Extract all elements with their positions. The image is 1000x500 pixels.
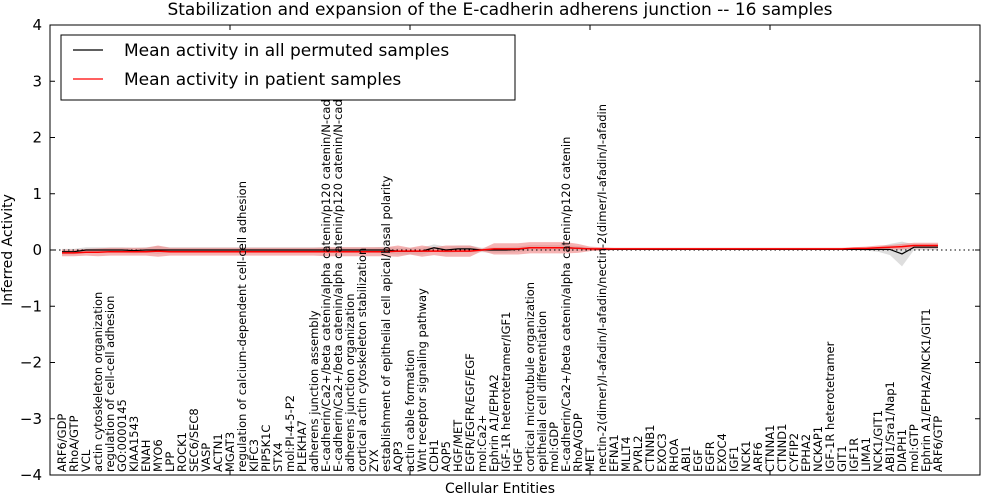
x-category-label: PLEKHA7 xyxy=(295,420,309,472)
y-tick-label: −2 xyxy=(20,354,42,372)
x-category-label: AQP5 xyxy=(439,441,453,472)
x-category-label: E-cadherin/Ca2+/beta catenin/alpha caten… xyxy=(319,70,333,472)
x-axis-label: Cellular Entities xyxy=(445,481,555,497)
x-category-label: nectin-2(dimer)/I-afadin/I-afadin/nectin… xyxy=(595,104,609,472)
x-category-label: CDH1 xyxy=(427,439,441,472)
x-category-label: CTNND1 xyxy=(775,424,789,472)
x-category-label: EGFR xyxy=(703,441,717,472)
x-category-label: MGAT3 xyxy=(223,432,237,472)
x-category-label: LPP xyxy=(163,452,177,472)
x-category-label: EGFR/EGFR/EGF/EGF xyxy=(463,353,477,472)
y-tick-label: 4 xyxy=(32,16,42,34)
x-category-label: SEC6/SEC8 xyxy=(187,408,201,472)
x-category-label: GO:0000145 xyxy=(115,399,129,472)
x-category-label: actin cable formation xyxy=(403,349,417,472)
x-category-label: EFNA1 xyxy=(607,434,621,472)
x-category-label: IGF1 xyxy=(727,446,741,472)
x-category-label: NCKAP1 xyxy=(811,426,825,472)
x-category-label: IGF-1R heterotetramer xyxy=(823,341,837,472)
y-axis-label: Inferred Activity xyxy=(0,194,16,306)
x-category-label: HGF/MET xyxy=(451,419,465,472)
x-category-label: STX4 xyxy=(271,442,285,472)
x-category-label: VASP xyxy=(199,443,213,472)
x-category-label: IGF1R xyxy=(847,438,861,472)
x-category-label: PIP5K1C xyxy=(259,425,273,472)
x-category-label: Wnt receptor signaling pathway xyxy=(415,288,429,472)
x-category-label: VCL xyxy=(79,449,93,472)
x-category-label: MLLT4 xyxy=(619,437,633,473)
x-category-label: NCK1 xyxy=(739,441,753,473)
x-category-label: CYFIP2 xyxy=(787,433,801,472)
x-category-label: DIAPH1 xyxy=(895,429,909,472)
x-category-label: mol:GTP xyxy=(907,424,921,472)
x-category-label: ENAH xyxy=(139,440,153,472)
legend: Mean activity in all permuted samples Me… xyxy=(60,34,516,101)
x-category-label: ROCK1 xyxy=(175,432,189,472)
x-category-label: ARF6 xyxy=(751,442,765,472)
series-lines xyxy=(61,244,939,255)
x-category-label: KIAA1543 xyxy=(127,416,141,472)
x-category-label: EGF xyxy=(691,449,705,472)
x-category-label: adherens junction assembly xyxy=(307,310,321,472)
x-category-label: EPHA2 xyxy=(799,434,813,472)
patient-mean-line xyxy=(62,244,938,254)
x-category-label: actin cytoskeleton organization xyxy=(91,292,105,472)
y-tick-label: −1 xyxy=(20,297,42,315)
x-category-label: Ephrin A1/EPHA2 xyxy=(487,374,501,472)
x-category-label: RHOA xyxy=(667,439,681,472)
x-category-label: ARF6/GTP xyxy=(931,416,945,472)
x-category-label: ACTN1 xyxy=(211,433,225,472)
y-tick-label: 0 xyxy=(32,241,42,259)
x-category-label: NCK1/GIT1 xyxy=(871,410,885,472)
x-category-label: cortical actin cytoskeleton stabilizatio… xyxy=(355,248,369,472)
x-category-label: PVRL2 xyxy=(631,435,645,472)
x-category-label: IGF-1R heterotetramer/IGF1 xyxy=(499,312,513,472)
x-category-label: GIT1 xyxy=(835,445,849,472)
chart-title: Stabilization and expansion of the E-cad… xyxy=(167,0,832,20)
x-category-label: MET xyxy=(583,447,597,472)
x-category-label: mol:GDP xyxy=(547,422,561,472)
y-axis-ticks: 4 3 2 1 0 −1 −2 −3 −4 xyxy=(20,16,980,484)
y-tick-label: −4 xyxy=(20,466,42,484)
legend-label-permuted: Mean activity in all permuted samples xyxy=(124,41,449,61)
confidence-bands xyxy=(62,241,938,267)
x-category-label: cortical microtubule organization xyxy=(523,282,537,472)
x-category-label: regulation of cell-cell adhesion xyxy=(103,296,117,472)
x-category-label: AQP3 xyxy=(391,441,405,472)
legend-label-patient: Mean activity in patient samples xyxy=(124,70,401,90)
x-category-label: ZYX xyxy=(367,449,381,472)
y-tick-label: 3 xyxy=(32,72,42,90)
x-category-label: epithelial cell differentiation xyxy=(535,311,549,472)
x-category-label: KIFC3 xyxy=(247,439,261,472)
x-category-label: establishment of epithelial cell apical/… xyxy=(379,176,393,472)
x-category-label: regulation of calcium-dependent cell-cel… xyxy=(235,181,249,472)
x-category-label: ABI1 xyxy=(679,446,693,472)
x-category-label: RhoA/GDP xyxy=(571,413,585,472)
x-category-label: E-cadherin/Ca2+/beta catenin/alpha caten… xyxy=(331,70,345,472)
x-axis-ticks xyxy=(229,25,771,475)
y-tick-label: −3 xyxy=(20,410,42,428)
x-category-label: EXOC4 xyxy=(715,433,729,472)
x-category-label: adherens junction organization xyxy=(343,294,357,472)
x-category-label: ABI1/Sra1/Nap1 xyxy=(883,381,897,472)
x-category-label: mol:Ca2+ xyxy=(475,415,489,472)
legend-box xyxy=(60,34,516,101)
x-category-label: CTNNB1 xyxy=(643,425,657,472)
x-category-label: E-cadherin/Ca2+/beta catenin/alpha caten… xyxy=(559,137,573,472)
x-category-label: Ephrin A1/EPHA2/NCK1/GIT1 xyxy=(919,308,933,472)
x-category-label: EXOC3 xyxy=(655,433,669,472)
x-category-label: HGF xyxy=(511,448,525,472)
x-category-label: ARF6/GDP xyxy=(55,414,69,472)
x-category-label: LIMA1 xyxy=(859,437,873,472)
x-category-label: MYO6 xyxy=(151,439,165,472)
y-tick-label: 2 xyxy=(32,129,42,147)
x-category-label: CTNNA1 xyxy=(763,425,777,472)
x-category-label: mol:PI-4-5-P2 xyxy=(283,395,297,472)
y-tick-label: 1 xyxy=(32,185,42,203)
x-category-label: RhoA/GTP xyxy=(67,415,81,472)
